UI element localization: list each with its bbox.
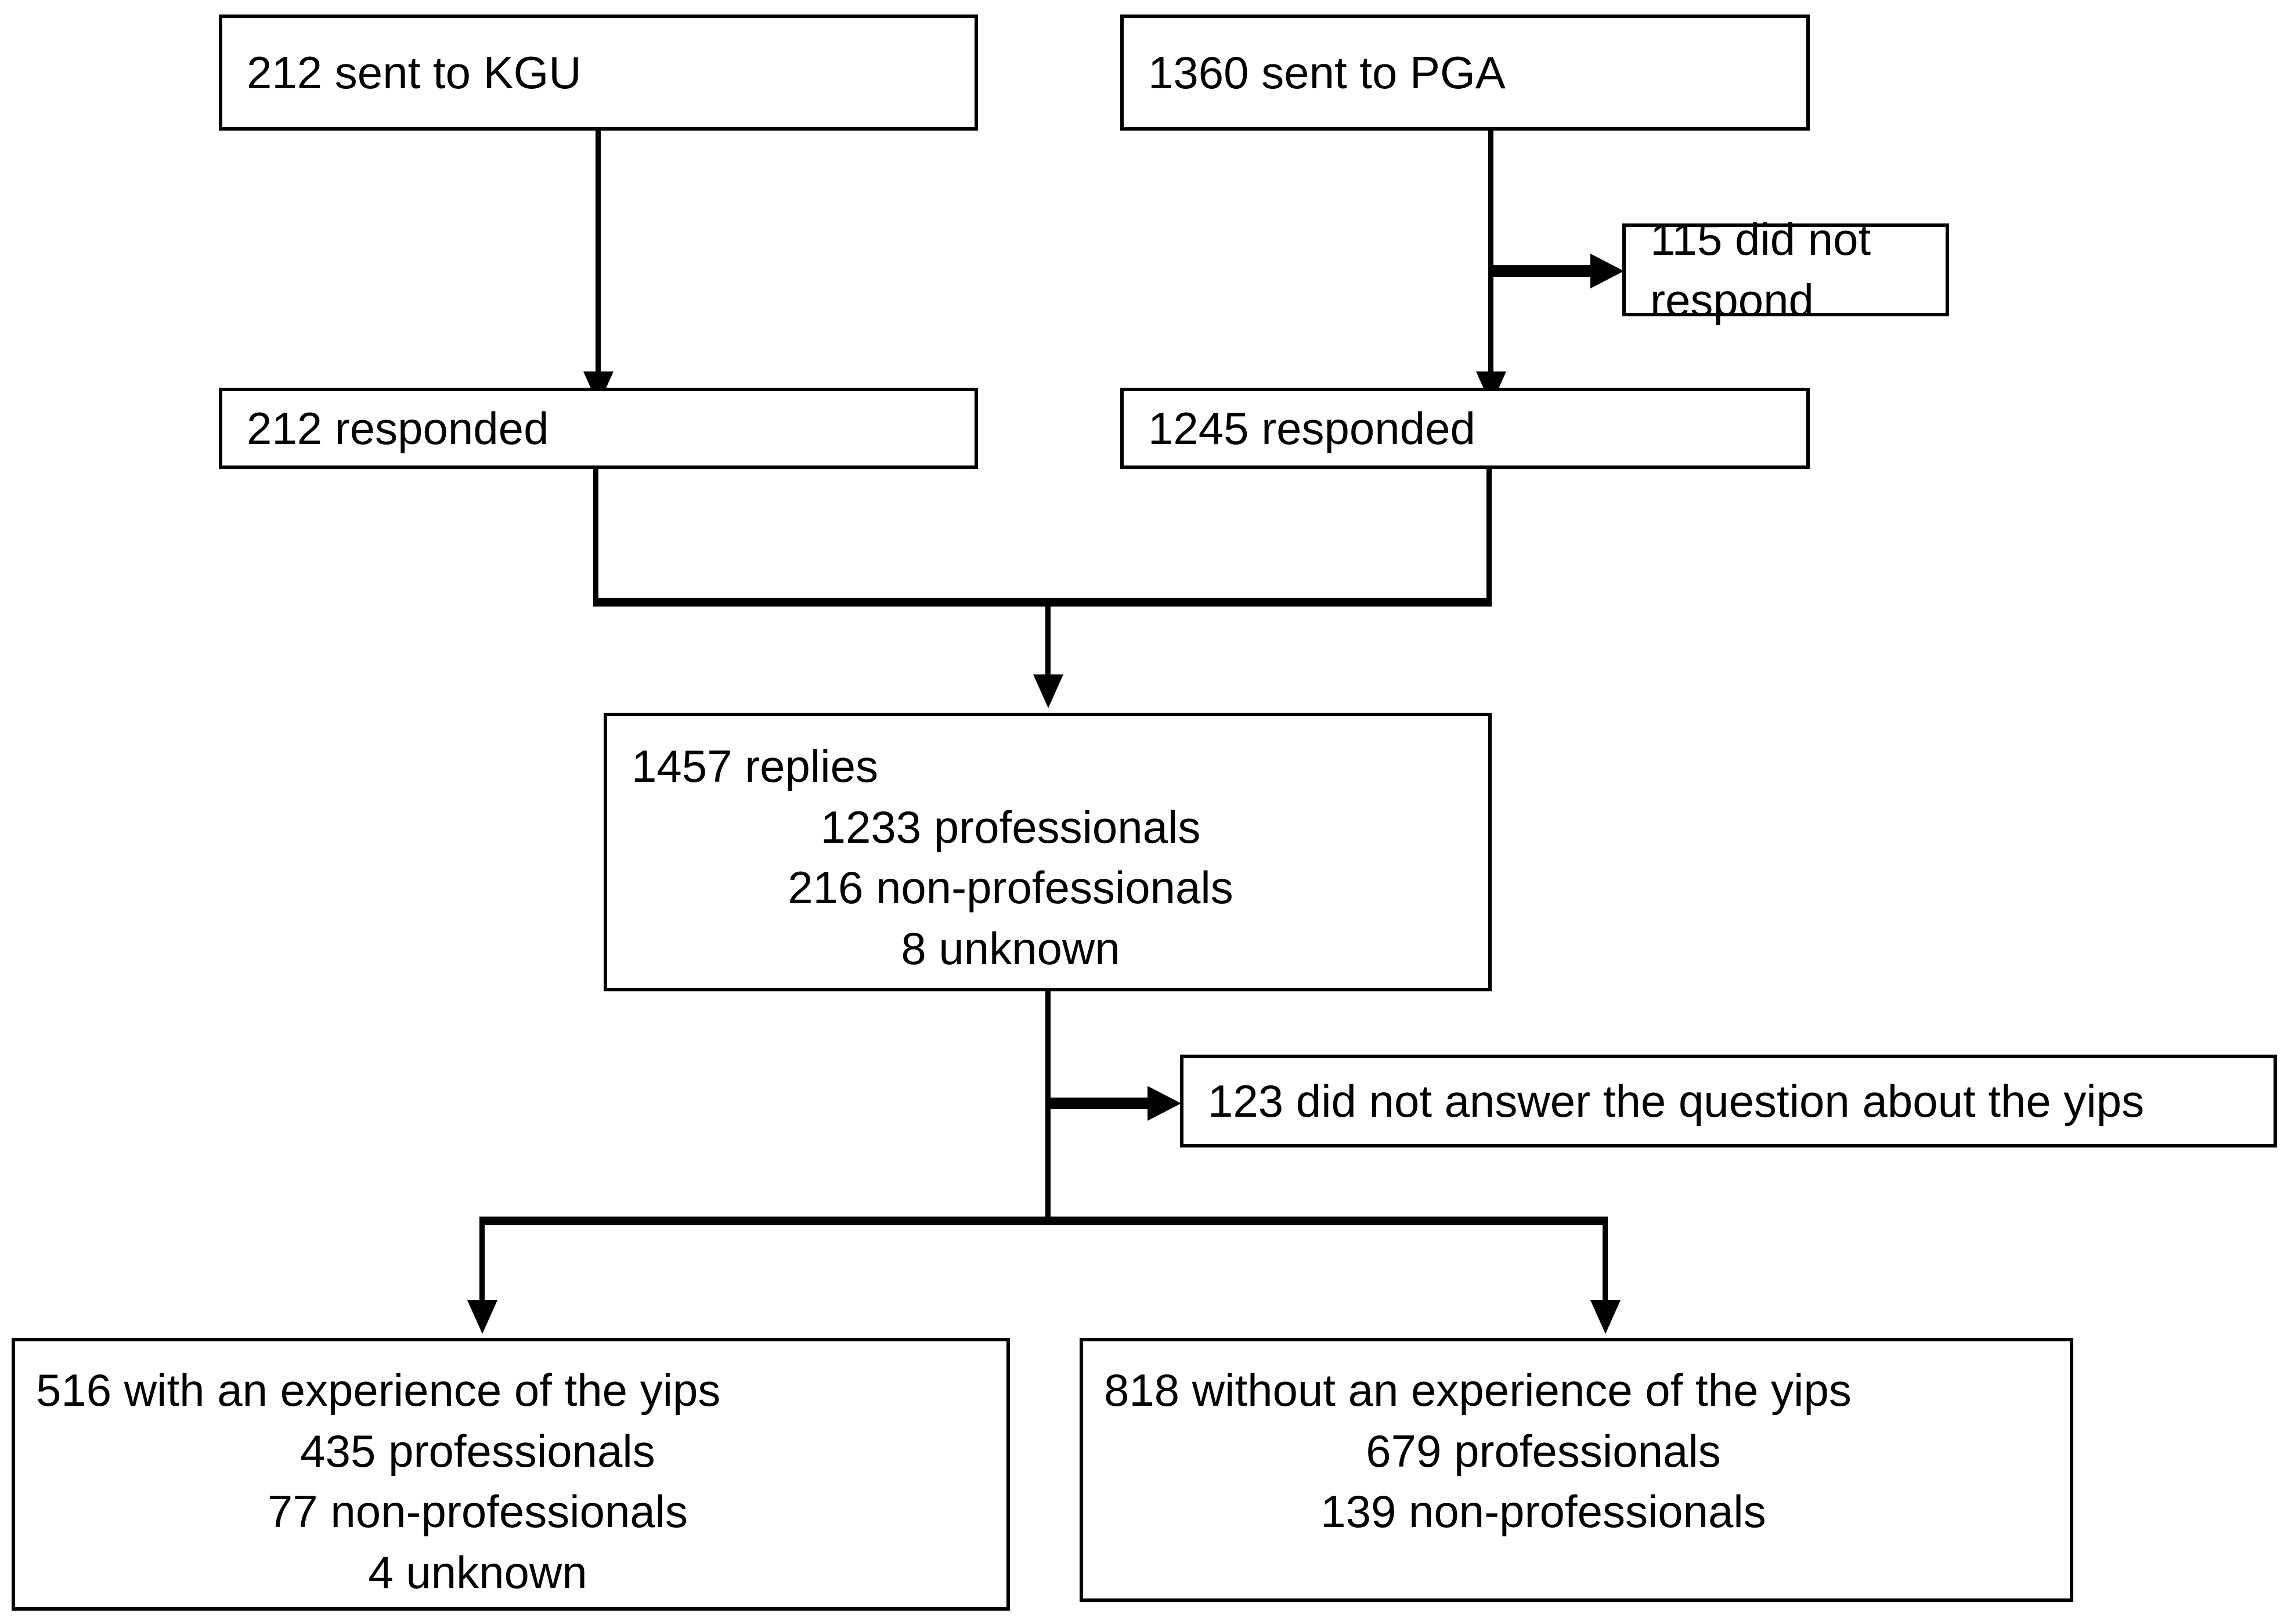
edge-kgu-sent-to-responded-stem bbox=[596, 131, 601, 377]
node-replies-line1: 1457 replies bbox=[632, 741, 878, 792]
node-did-not-respond: 115 did not respond bbox=[1622, 214, 1949, 326]
node-with-yips-line3: 77 non-professionals bbox=[267, 1486, 688, 1538]
node-with-yips-line1: 516 with an experience of the yips bbox=[36, 1365, 721, 1416]
node-responded-pga: 1245 responded bbox=[1120, 388, 1810, 469]
edge-replies-to-no-answer-arrowhead bbox=[1148, 1086, 1181, 1121]
node-replies-line3: 216 non-professionals bbox=[788, 862, 1233, 914]
edge-split-left-drop bbox=[479, 1219, 485, 1303]
edge-replies-to-no-answer-line bbox=[1045, 1098, 1156, 1109]
node-sent-pga: 1360 sent to PGA bbox=[1120, 15, 1810, 131]
node-with-yips-line2: 435 professionals bbox=[300, 1425, 655, 1477]
node-sent-pga-label: 1360 sent to PGA bbox=[1148, 46, 1506, 98]
edge-merge-bar bbox=[593, 598, 1492, 607]
node-without-yips: 818 without an experience of the yips 67… bbox=[1080, 1338, 2073, 1602]
node-replies: 1457 replies 1233 professionals 216 non-… bbox=[604, 713, 1492, 991]
node-replies-line4: 8 unknown bbox=[901, 922, 1120, 974]
node-did-not-answer: 123 did not answer the question about th… bbox=[1180, 1055, 2277, 1147]
node-with-yips: 516 with an experience of the yips 435 p… bbox=[12, 1338, 1010, 1611]
node-sent-kgu: 212 sent to KGU bbox=[219, 15, 978, 131]
edge-pga-to-no-respond-arrowhead bbox=[1590, 254, 1624, 288]
node-did-not-respond-label: 115 did not respond bbox=[1650, 214, 1883, 326]
node-responded-pga-label: 1245 responded bbox=[1148, 402, 1475, 454]
node-without-yips-line3: 139 non-professionals bbox=[1320, 1486, 1766, 1538]
node-with-yips-line4: 4 unknown bbox=[368, 1546, 587, 1598]
edge-merge-arrowhead bbox=[1033, 674, 1063, 708]
node-sent-kgu-label: 212 sent to KGU bbox=[247, 46, 582, 98]
node-without-yips-line2: 679 professionals bbox=[1366, 1425, 1721, 1477]
node-responded-kgu-label: 212 responded bbox=[247, 402, 549, 454]
edge-split-right-arrowhead bbox=[1590, 1300, 1621, 1334]
edge-merge-center-stem bbox=[1045, 604, 1051, 678]
node-responded-kgu: 212 responded bbox=[219, 388, 978, 469]
edge-merge-right-drop bbox=[1486, 469, 1492, 605]
edge-split-bar bbox=[479, 1217, 1608, 1225]
edge-split-right-drop bbox=[1603, 1219, 1608, 1303]
edge-split-left-arrowhead bbox=[467, 1300, 497, 1334]
node-replies-line2: 1233 professionals bbox=[820, 801, 1201, 853]
node-without-yips-line1: 818 without an experience of the yips bbox=[1104, 1365, 1852, 1416]
node-did-not-answer-label: 123 did not answer the question about th… bbox=[1208, 1075, 2145, 1127]
edge-pga-sent-stem bbox=[1488, 131, 1493, 377]
edge-pga-to-no-respond-line bbox=[1488, 265, 1598, 277]
edge-merge-left-drop bbox=[593, 469, 598, 605]
